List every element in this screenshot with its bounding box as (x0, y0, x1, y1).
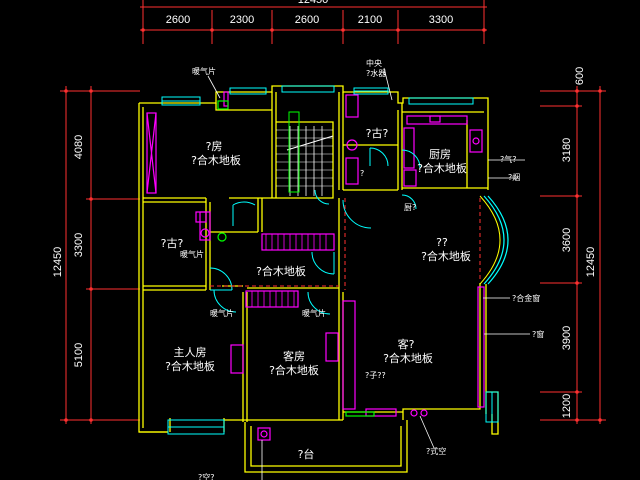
master-floor: ?合木地板 (165, 359, 215, 373)
kitchen-name: 厨房 (429, 148, 451, 161)
door-swings (209, 147, 421, 315)
bath-left-name: ?古? (161, 237, 184, 250)
fixtures (146, 91, 485, 441)
right-dim-3: 3600 (561, 228, 573, 252)
guest-floor: ?合木地板 (269, 363, 319, 377)
hall-floor: ?合木地板 (256, 264, 306, 278)
right-total-dimension: 12450 (585, 247, 597, 278)
study-floor: ?合木地板 (191, 153, 241, 167)
note-kitchen-door: 厨? (404, 203, 416, 212)
note-heater-top: 暖气片 (192, 66, 216, 76)
note-pantry: ?子?? (365, 371, 386, 380)
master-name: 主人房 (174, 346, 207, 359)
windows (161, 85, 499, 435)
note-bay: ?窗 (532, 329, 544, 339)
living-name: ?? (436, 236, 448, 249)
right-dim-4: 3900 (561, 326, 573, 350)
bath-top-name: ?古? (366, 127, 389, 140)
staircase (289, 126, 323, 196)
note-aircon: ?式空 (426, 446, 446, 456)
dashed-lines (210, 198, 481, 290)
left-dimension-chain (60, 86, 140, 424)
cabinet-hatch (251, 234, 327, 307)
living-floor: ?合木地板 (421, 249, 471, 263)
note-heater-bottom-left: 暖气片 (210, 308, 234, 318)
guest-name: 客房 (283, 349, 305, 363)
note-bar: ?合金窗 (512, 293, 540, 303)
stair-handrail (288, 111, 300, 193)
right-dim-2: 3180 (561, 138, 573, 162)
note-bath-door: ? (360, 169, 364, 178)
note-cabinet-2: ?水器 (366, 68, 386, 78)
note-heater-bottom-mid: 暖气片 (302, 308, 326, 318)
leader-lines (207, 67, 530, 480)
left-dim-2: 3300 (73, 233, 85, 257)
stair-arrow (286, 135, 334, 151)
top-dim-2: 2300 (230, 14, 254, 26)
left-total-dimension: 12450 (52, 247, 64, 278)
radiators (217, 100, 375, 417)
study-name: ?房 (206, 140, 223, 153)
top-dim-4: 2100 (358, 14, 382, 26)
left-dim-1: 4080 (73, 135, 85, 159)
lounge-floor: ?合木地板 (383, 351, 433, 365)
note-exhaust: ?烟 (508, 173, 520, 182)
top-dim-3: 2600 (295, 14, 319, 26)
note-bottom: ?空? (198, 472, 215, 480)
top-dimension-chain (140, 0, 487, 44)
note-gas: ?气? (500, 154, 517, 164)
right-dim-5: 1200 (561, 394, 573, 418)
note-cabinet-1: 中央 (366, 58, 382, 68)
top-dim-5: 3300 (429, 14, 453, 26)
top-total-dimension: 12450 (298, 0, 329, 6)
walls (138, 85, 499, 473)
right-dim-1: 600 (574, 67, 586, 85)
left-dim-3: 5100 (73, 343, 85, 367)
lounge-name: 客? (398, 337, 415, 351)
bay-window (479, 195, 509, 285)
note-heater-bath: 暖气片 (180, 249, 204, 259)
right-dimension-chain (540, 86, 606, 424)
balcony-name: ?台 (298, 447, 315, 461)
kitchen-floor: ?合木地板 (417, 161, 467, 175)
top-dim-1: 2600 (166, 14, 190, 26)
